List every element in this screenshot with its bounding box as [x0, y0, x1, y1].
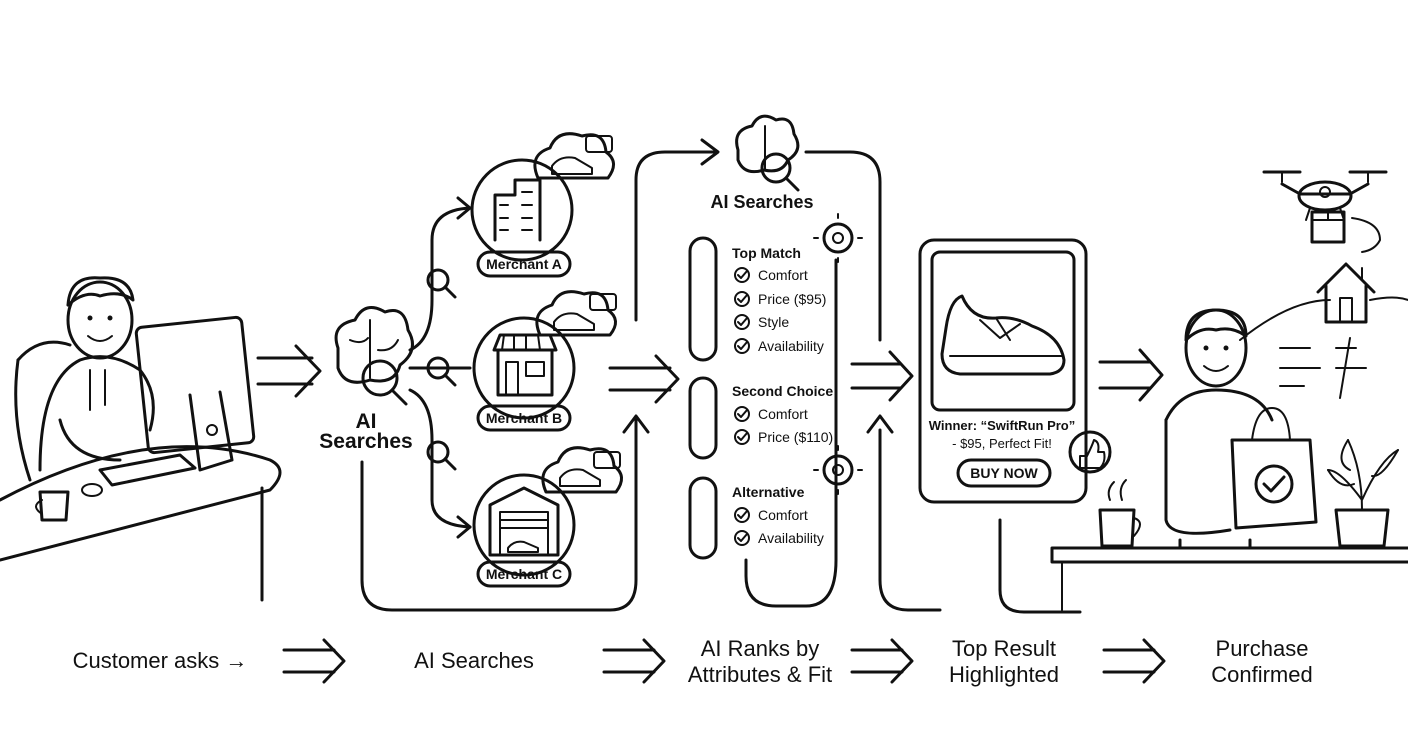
ranking-loop	[744, 150, 942, 612]
rank-item: Availability	[758, 338, 824, 354]
thumbs-up-icon	[1068, 430, 1112, 474]
search-loop	[360, 138, 720, 612]
rank-item: Style	[758, 314, 789, 330]
delivery-person	[1164, 308, 1274, 550]
shopping-bag-check-icon	[1230, 407, 1318, 530]
ranking-bars	[688, 236, 718, 560]
customer-at-computer-icon	[0, 276, 282, 602]
merchant-c-label: Merchant C	[486, 566, 562, 582]
arrow-to-purchase	[1098, 348, 1164, 402]
shoe-cloud-icon	[535, 290, 617, 337]
merchant-branches	[408, 196, 472, 539]
winner-line1: Winner: “SwiftRun Pro”	[929, 418, 1076, 433]
brain-magnifier-icon	[735, 114, 800, 192]
drone-icon	[1262, 170, 1388, 253]
office-building-icon	[493, 178, 542, 242]
gear-icon	[813, 445, 863, 495]
merchant-b: Merchant B	[472, 290, 617, 432]
potted-plant-icon	[1327, 439, 1399, 548]
result-card: Winner: “SwiftRun Pro” - $95, Perfect Fi…	[918, 238, 1112, 504]
rank-item: Price ($110)	[758, 429, 833, 445]
merchant-c: Merchant C	[472, 446, 623, 588]
step-ai-ranks-line2: Attributes & Fit	[688, 662, 832, 687]
sneaker-icon	[940, 294, 1066, 376]
merchant-a-label: Merchant A	[486, 256, 562, 272]
brain-magnifier-icon	[334, 306, 414, 406]
step-purchase-line2: Confirmed	[1211, 662, 1312, 687]
step-ai-ranks-line1: AI Ranks by	[701, 636, 820, 661]
ai-search-caption-line2: Searches	[319, 430, 412, 453]
rank-heading: Top Match	[732, 245, 801, 261]
step-arrows	[282, 638, 1166, 684]
gear-icon	[813, 213, 863, 263]
rank-item: Comfort	[758, 406, 808, 422]
rank-second-choice: Second Choice Comfort Price ($110)	[732, 383, 833, 445]
street-lines	[1239, 296, 1408, 399]
house-icon	[1316, 262, 1376, 324]
coffee-mug-icon	[1098, 479, 1141, 548]
rank-heading: Second Choice	[732, 383, 833, 399]
rank-item: Price ($95)	[758, 291, 826, 307]
rank-item: Comfort	[758, 507, 808, 523]
garage-warehouse-icon	[488, 486, 560, 557]
rank-alternative: Alternative Comfort Availability	[732, 484, 824, 546]
step-top-result-line2: Highlighted	[949, 662, 1059, 687]
step-labels: Customer asks → AI Searches AI Ranks by …	[73, 636, 1313, 687]
step-ai-searches: AI Searches	[414, 648, 534, 673]
counter	[1050, 546, 1408, 611]
ai-search-top-caption: AI Searches	[710, 192, 813, 212]
winner-line2: - $95, Perfect Fit!	[952, 436, 1052, 451]
buy-now-button[interactable]: BUY NOW	[956, 458, 1052, 488]
arrow-to-ai-search	[256, 344, 322, 398]
merchant-a: Merchant A	[470, 132, 615, 278]
shoe-cloud-icon	[541, 446, 623, 494]
step-purchase-line1: Purchase	[1216, 636, 1309, 661]
arrow-to-result	[850, 350, 914, 402]
result-loop	[998, 518, 1082, 614]
rank-heading: Alternative	[732, 484, 805, 500]
step-customer-asks: Customer asks →	[73, 648, 248, 673]
rank-top-match: Top Match Comfort Price ($95) Style Avai…	[732, 245, 826, 354]
step-top-result-line1: Top Result	[952, 636, 1056, 661]
ai-search-caption-line1: AI	[356, 410, 377, 433]
merchant-b-label: Merchant B	[486, 410, 562, 426]
shoe-cloud-icon	[533, 132, 615, 180]
rank-item: Comfort	[758, 267, 808, 283]
storefront-icon	[492, 333, 558, 397]
rank-item: Availability	[758, 530, 824, 546]
buy-now-label[interactable]: BUY NOW	[970, 465, 1038, 481]
